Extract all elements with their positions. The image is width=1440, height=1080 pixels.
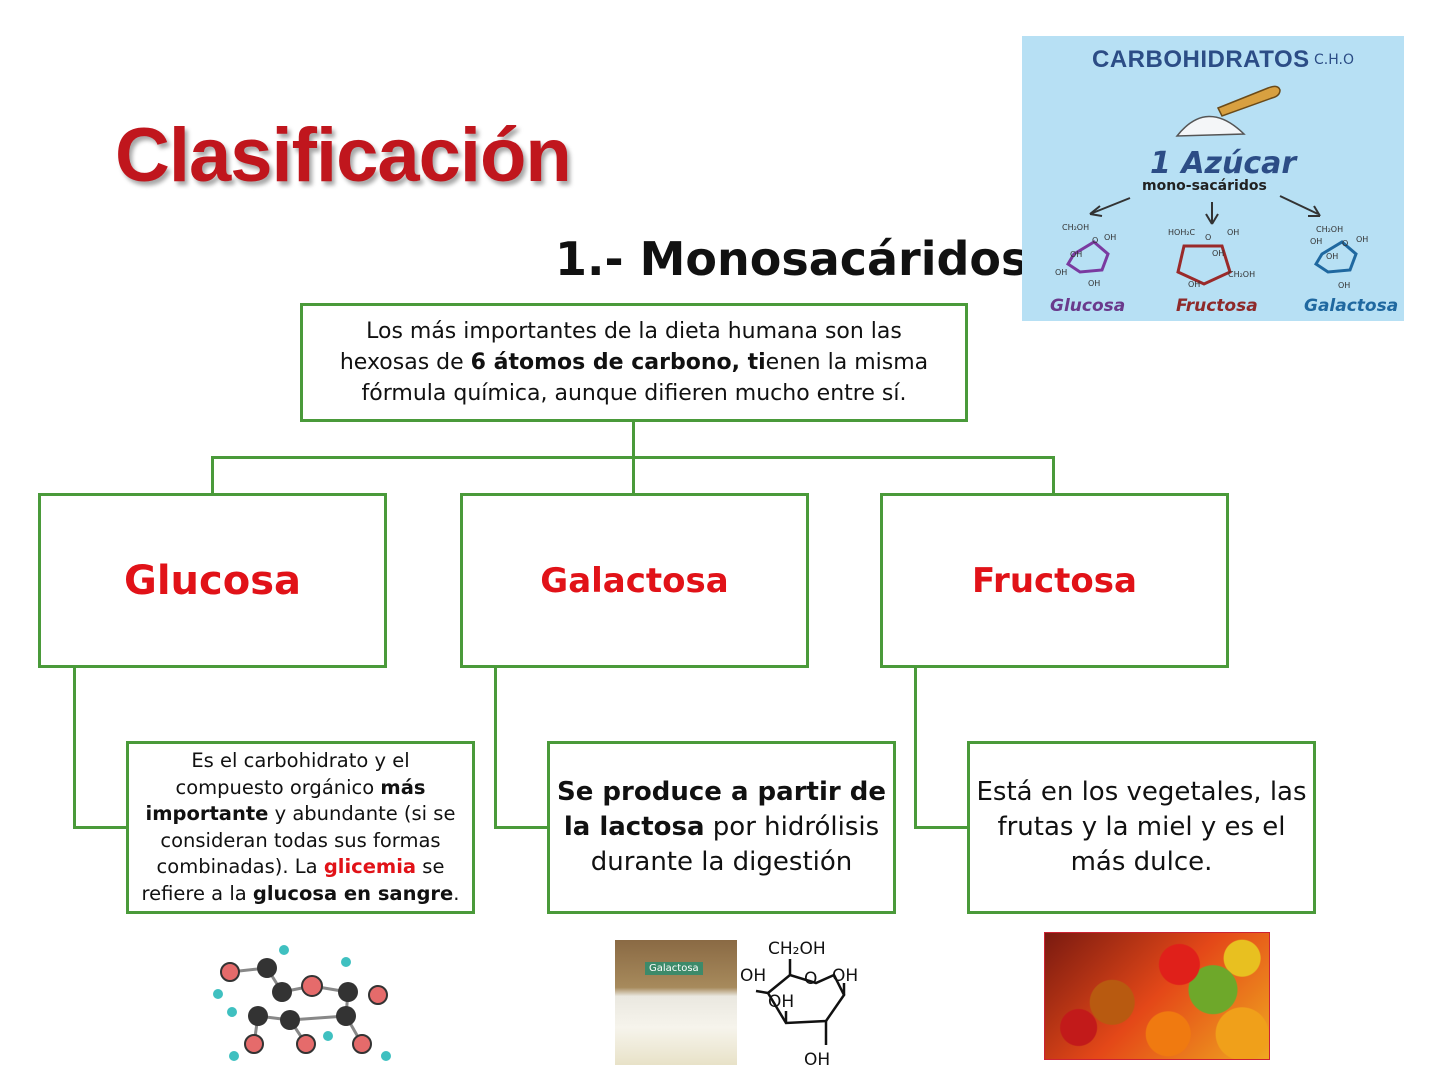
panel-drawing: CH₂OH O OH OH OH OH HOH₂C O OH OH OH CH₂…	[1055, 85, 1368, 290]
glucose-molecule-icon	[213, 945, 391, 1061]
connector-line	[494, 668, 497, 828]
panel-label-fructosa: Fructosa	[1176, 296, 1258, 316]
glu-atom: OH	[1055, 268, 1067, 277]
fru-atom: OH	[1188, 280, 1200, 289]
galactose-ring-icon	[1313, 240, 1358, 274]
connector-line	[914, 826, 968, 829]
panel-mono-label: mono-sacáridos	[1142, 178, 1267, 194]
connector-line	[211, 456, 214, 494]
gal-atom: OH	[1356, 235, 1368, 244]
gal-atom: CH₂OH	[1316, 225, 1343, 234]
panel-formula: C.H.O	[1314, 52, 1354, 68]
category-galactosa: Galactosa	[460, 493, 809, 668]
slide-title: Clasificación	[115, 113, 572, 198]
description-fructosa: Está en los vegetales, las frutas y la m…	[967, 741, 1316, 914]
glu-atom: CH₂OH	[1062, 223, 1089, 232]
connector-line	[1052, 456, 1055, 494]
galactose-foods-photo: Galactosa	[615, 940, 737, 1065]
glu-atom: OH	[1088, 279, 1100, 288]
galactose-photo-tag: Galactosa	[645, 962, 703, 975]
gal-atom: O	[1342, 239, 1348, 248]
fru-atom: OH	[1212, 249, 1224, 258]
galactose-atom: CH₂OH	[768, 939, 826, 959]
panel-sugar-label: 1 Azúcar	[1150, 146, 1297, 181]
section-subtitle: 1.- Monosacáridos	[555, 232, 1029, 286]
main-description-text: Los más importantes de la dieta humana s…	[339, 319, 929, 406]
panel-label-glucosa: Glucosa	[1050, 296, 1126, 316]
galactose-structure-icon: CH₂OH O OH OH OH OH	[740, 939, 858, 1070]
fru-atom: OH	[1227, 228, 1239, 237]
sugar-pile-icon	[1175, 115, 1246, 137]
description-galactosa: Se produce a partir de la lactosa por hi…	[547, 741, 896, 914]
connector-line	[914, 668, 917, 828]
glucose-ring-icon	[1065, 240, 1110, 274]
galactose-atom: OH	[804, 1050, 830, 1070]
main-description-box: Los más importantes de la dieta humana s…	[300, 303, 968, 422]
galactose-atom: OH	[768, 992, 794, 1012]
connector-line	[632, 456, 635, 494]
category-glucosa: Glucosa	[38, 493, 387, 668]
arrow-down-icon	[1205, 213, 1219, 225]
connector-line	[73, 826, 127, 829]
connector-line	[494, 826, 548, 829]
arrow-right-icon	[1308, 205, 1321, 217]
gal-atom: OH	[1326, 252, 1338, 261]
carbohydrates-diagram: CH₂OH O OH OH OH OH HOH₂C O OH OH OH CH₂…	[1022, 36, 1404, 321]
galactose-atom: O	[804, 969, 817, 989]
fru-atom: CH₂OH	[1228, 270, 1255, 279]
glu-atom: O	[1092, 236, 1098, 245]
connector-line	[73, 668, 76, 828]
fru-atom: O	[1205, 233, 1211, 242]
fruits-honey-photo	[1044, 932, 1270, 1060]
gal-atom: OH	[1338, 281, 1350, 290]
arrow-left-icon	[1089, 205, 1103, 217]
category-fructosa: Fructosa	[880, 493, 1229, 668]
gal-atom: OH	[1310, 237, 1322, 246]
galactose-atom: OH	[832, 966, 858, 986]
spoon-icon	[1216, 85, 1281, 117]
connector-line	[632, 422, 635, 458]
fru-atom: HOH₂C	[1168, 228, 1196, 237]
glu-atom: OH	[1070, 250, 1082, 259]
galactose-atom: OH	[740, 966, 766, 986]
description-glucosa: Es el carbohidrato y el compuesto orgáni…	[126, 741, 475, 914]
fructose-ring-icon	[1176, 244, 1232, 286]
glu-atom: OH	[1104, 233, 1116, 242]
panel-label-galactosa: Galactosa	[1304, 296, 1399, 316]
panel-title: CARBOHIDRATOS	[1092, 46, 1310, 73]
